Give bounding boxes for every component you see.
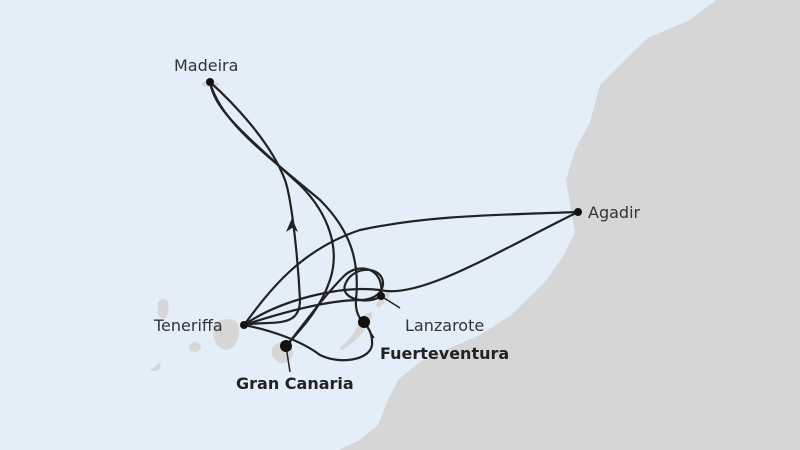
port-marker-lanzarote[interactable] <box>377 292 385 300</box>
label-fuerteventura: Fuerteventura <box>380 344 510 363</box>
la-palma-island <box>158 299 169 319</box>
africa-landmass <box>338 0 800 450</box>
el-hierro-island <box>150 362 161 371</box>
port-marker-gran-canaria[interactable] <box>280 340 292 352</box>
port-markers <box>206 78 582 352</box>
port-marker-teneriffa[interactable] <box>240 321 248 329</box>
label-gran-canaria: Gran Canaria <box>236 374 354 393</box>
la-gomera-island <box>189 342 201 352</box>
route-grancanaria-lanzarote <box>285 267 383 347</box>
label-madeira: Madeira <box>174 56 239 75</box>
label-teneriffa: Teneriffa <box>154 316 223 335</box>
tenerife-island <box>212 319 240 350</box>
port-marker-fuerteventura[interactable] <box>358 316 370 328</box>
label-agadir: Agadir <box>588 203 641 222</box>
direction-arrow-icon <box>286 218 298 232</box>
route-lines <box>208 81 579 362</box>
route-madeira-fuerteventura <box>208 81 365 323</box>
route-teneriffa-agadir-1 <box>243 210 579 326</box>
port-marker-madeira[interactable] <box>206 78 214 86</box>
label-lanzarote: Lanzarote <box>405 316 485 335</box>
route-teneriffa-madeira <box>209 81 302 327</box>
route-teneriffa-lanzarote <box>243 268 385 327</box>
port-marker-agadir[interactable] <box>574 208 582 216</box>
